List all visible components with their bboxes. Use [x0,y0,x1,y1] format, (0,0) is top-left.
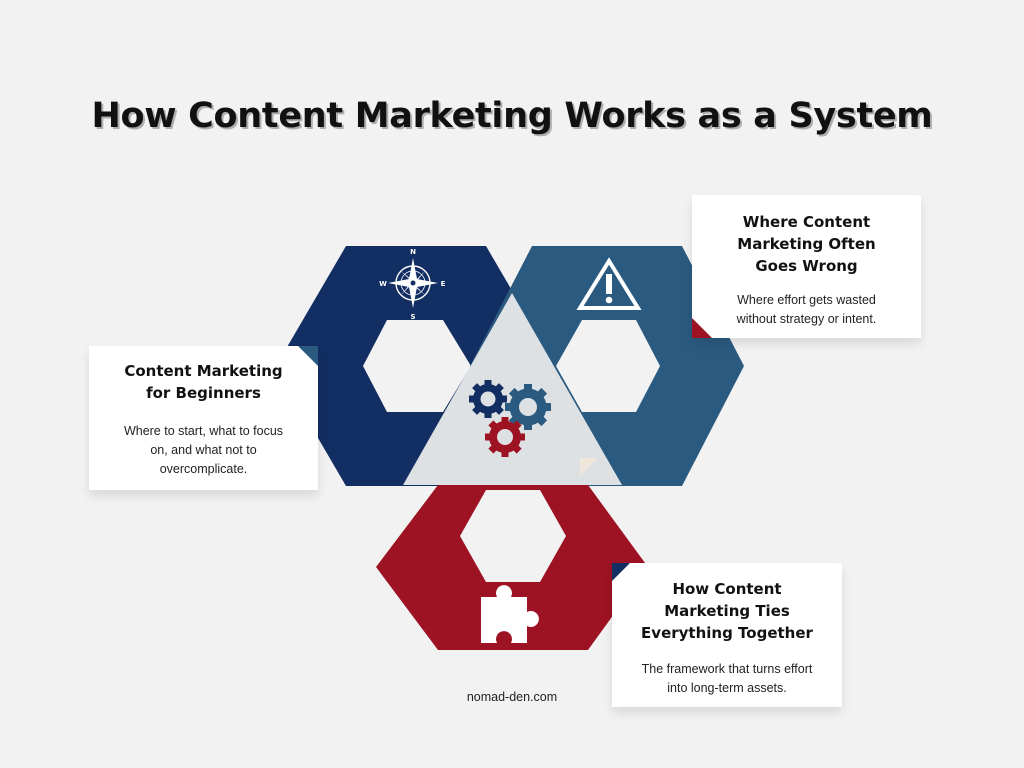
card-beginners-title: Content Marketing for Beginners [107,360,300,404]
card-title-line: Marketing Often [737,235,876,253]
card-desc-line: The framework that turns effort [641,662,813,676]
card-desc-line: Where effort gets wasted [737,293,876,307]
compass-n-label: N [410,248,416,256]
card-title-line: How Content [672,580,782,598]
card-title-line: Marketing Ties [664,602,790,620]
compass-s-label: S [410,313,415,321]
card-desc-line: on, and what not to [150,443,257,457]
card-desc-line: Where to start, what to focus [123,424,284,438]
card-together: How Content Marketing Ties Everything To… [612,563,842,707]
page-title: How Content Marketing Works as a System [91,96,933,136]
card-corner-fold [612,563,630,581]
card-title-line: Everything Together [641,624,813,642]
gears-icon [469,380,551,457]
card-title-line: Where Content [742,213,871,231]
triangle-corner-fold [580,458,598,476]
card-title-line: Content Marketing [124,362,283,380]
warning-icon [576,257,642,310]
card-beginners-description: Where to start, what to focus on, and wh… [107,422,300,479]
card-title-line: for Beginners [146,384,261,402]
card-wrong-description: Where effort gets wasted without strateg… [710,291,903,329]
center-triangle [403,293,622,485]
card-desc-line: into long-term assets. [667,681,787,695]
footer-site-url: nomad-den.com [466,690,558,704]
card-beginners: Content Marketing for Beginners Where to… [89,346,318,490]
card-title-line: Goes Wrong [755,257,858,275]
card-desc-line: without strategy or intent. [736,312,877,326]
compass-e-label: E [441,280,446,288]
hexagon-ring-together [376,485,648,650]
card-together-description: The framework that turns effort into lon… [630,660,824,698]
card-corner-fold [692,318,712,338]
card-wrong: Where Content Marketing Often Goes Wrong… [692,195,921,338]
compass-w-label: W [379,280,387,288]
compass-icon: N S E W [379,248,445,321]
card-corner-fold [298,346,318,366]
card-wrong-title: Where Content Marketing Often Goes Wrong [710,211,903,277]
card-together-title: How Content Marketing Ties Everything To… [630,578,824,644]
card-desc-line: overcomplicate. [159,462,248,476]
puzzle-piece-icon [481,585,539,643]
